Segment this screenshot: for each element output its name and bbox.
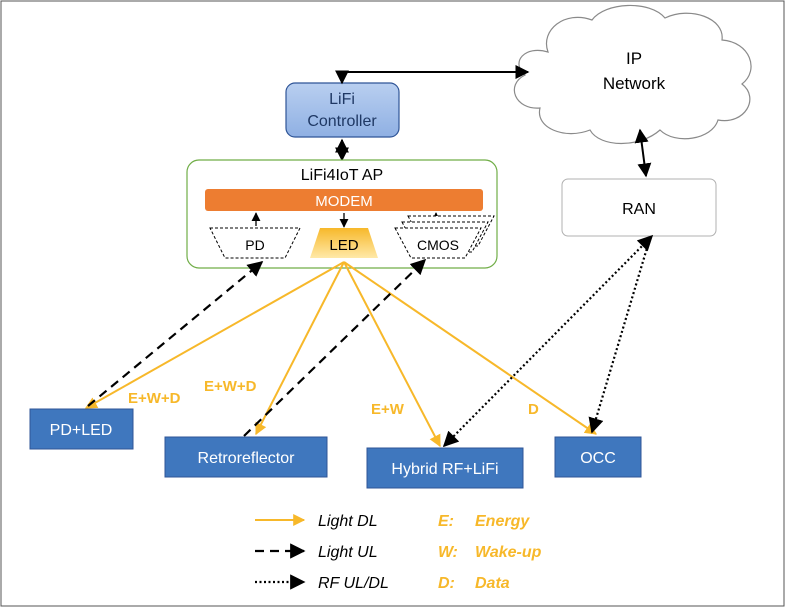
controller-cloud-link (335, 65, 530, 85)
legend-light-ul-label: Light UL (318, 544, 378, 561)
legend: Light DL Light UL RF UL/DL E: Energy W: … (255, 513, 542, 592)
modem-label: MODEM (315, 193, 373, 210)
ap-title: LiFi4IoT AP (301, 167, 383, 184)
legend-d-key: D: (438, 575, 455, 592)
legend-e-key: E: (438, 513, 454, 530)
device-retroreflector-label: Retroreflector (198, 450, 296, 467)
modem-bar (205, 189, 483, 211)
light-dl-retro (255, 261, 345, 436)
device-occ-label: OCC (580, 450, 616, 467)
legend-e-value: Energy (475, 513, 530, 530)
device-pd-led-box (29, 408, 134, 450)
link-label-retro: E+W+D (204, 378, 257, 395)
light-uplinks (87, 258, 427, 437)
legend-light-dl-label: Light DL (318, 513, 378, 530)
device-hybrid-label: Hybrid RF+LiFi (391, 461, 498, 478)
legend-rf-label: RF UL/DL (318, 575, 389, 592)
pd-sensor-shape (209, 227, 301, 259)
device-hybrid-box (366, 447, 524, 489)
legend-w-key: W: (438, 544, 458, 561)
link-label-hybrid: E+W (371, 401, 405, 418)
led-label: LED (329, 237, 358, 254)
light-downlinks (84, 261, 597, 448)
rf-occ-ran (588, 237, 652, 434)
controller-label-lifi: LiFi (329, 91, 355, 108)
light-ul-pd-led (87, 261, 264, 407)
legend-d-value: Data (475, 575, 510, 592)
pd-label: PD (245, 237, 264, 253)
ip-network-cloud (513, 4, 752, 145)
light-ul-retro (243, 258, 427, 437)
cmos-label: CMOS (417, 237, 459, 253)
ran-label: RAN (622, 201, 656, 218)
controller-label-controller: Controller (307, 113, 377, 130)
led-emitter-shape (310, 228, 378, 258)
device-retroreflector-box (164, 436, 328, 478)
cloud-ran-link (634, 128, 652, 178)
cloud-label-network: Network (603, 74, 666, 93)
device-pd-led-label: PD+LED (50, 422, 113, 439)
link-label-occ: D (528, 401, 539, 418)
light-dl-pd-led (84, 261, 345, 409)
device-occ-box (554, 436, 642, 478)
cloud-label-ip: IP (626, 49, 642, 68)
link-label-pd-led: E+W+D (128, 390, 181, 407)
legend-w-value: Wake-up (475, 544, 542, 561)
light-dl-hybrid (343, 261, 441, 448)
